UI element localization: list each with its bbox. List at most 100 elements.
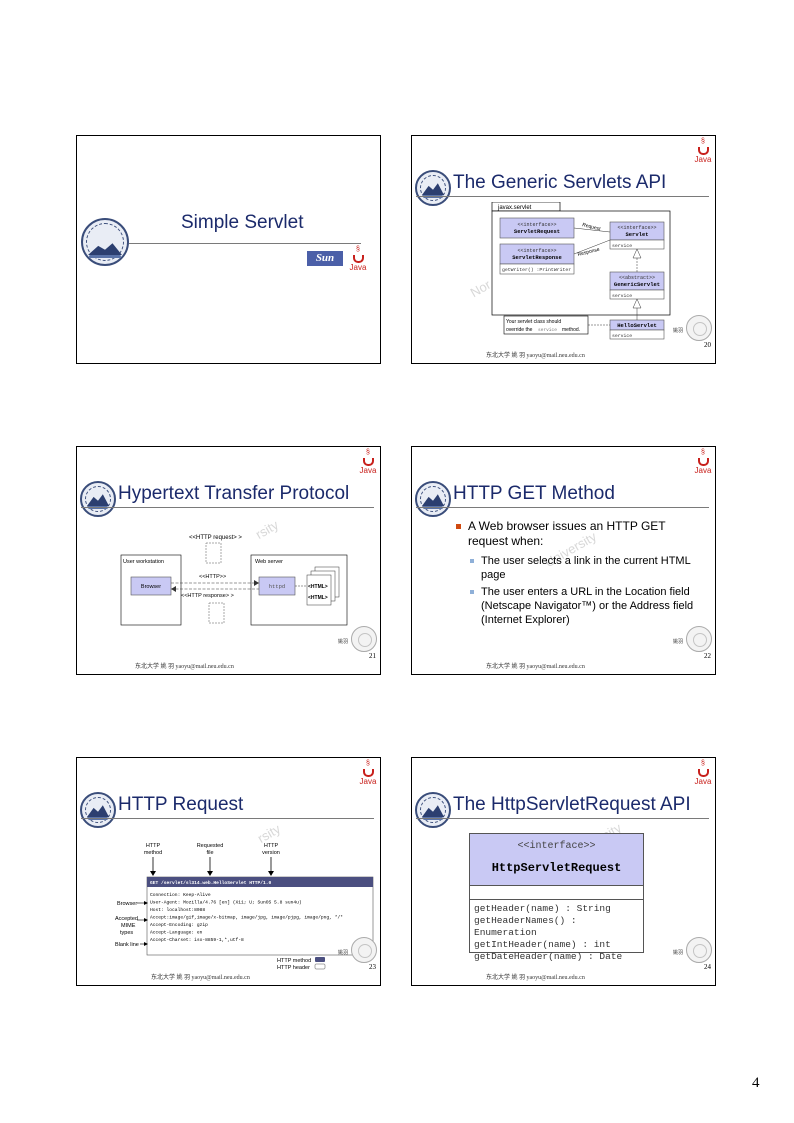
note-line-1: Your servlet class should bbox=[506, 319, 561, 325]
request-header-line: User-Agent: Mozilla/4.76 [en] (X11; U; S… bbox=[150, 900, 302, 906]
hello-method: service bbox=[612, 333, 632, 339]
html-label-1: <HTML> bbox=[308, 584, 328, 590]
label-http-method-2: method bbox=[144, 850, 162, 856]
title-rule bbox=[416, 818, 709, 819]
bullet-3: The user enters a URL in the Location fi… bbox=[470, 585, 706, 627]
university-logo bbox=[415, 170, 451, 206]
html-label-2: <HTML> bbox=[308, 595, 328, 601]
title-rule bbox=[81, 507, 374, 508]
request-header-line: Accept:image/gif,image/x-bitmap, image/j… bbox=[150, 915, 343, 921]
interface-method: getHeader(name) : String bbox=[474, 903, 611, 914]
http-request-diagram: HTTP method Requested file HTTP version … bbox=[115, 843, 374, 971]
title-rule bbox=[129, 243, 361, 244]
label-http-version: HTTP bbox=[264, 843, 279, 849]
university-logo bbox=[81, 218, 129, 266]
label-mime-3: types bbox=[120, 930, 133, 936]
java-logo: §Java bbox=[694, 760, 712, 786]
response-label: Response bbox=[577, 247, 601, 258]
http-label: <<HTTP>> bbox=[199, 574, 226, 580]
slide-simple-servlet: Simple Servlet Sun §Java bbox=[76, 135, 381, 364]
seal-stamp: 姚羽 bbox=[672, 329, 683, 334]
interface-method: getIntHeader(name) : int bbox=[474, 939, 611, 950]
uml-diagram: javax.servlet <<interface>> ServletReque… bbox=[491, 202, 671, 340]
slide-footer: 东北大学 姚 羽 yaoyu@mail.neu.edu.cn bbox=[486, 975, 585, 981]
seal-stamp: 姚羽 bbox=[672, 640, 683, 645]
label-blank-line: Blank line bbox=[115, 942, 139, 948]
java-label: Java bbox=[694, 777, 712, 786]
title-rule bbox=[416, 196, 709, 197]
label-mime-1: Accepted bbox=[115, 916, 138, 922]
portrait bbox=[351, 937, 377, 963]
note-code: service bbox=[538, 327, 557, 333]
sun-label: Sun bbox=[315, 252, 335, 264]
java-logo: §Java bbox=[694, 138, 712, 164]
seal-stamp: 姚羽 bbox=[337, 951, 348, 956]
generic-class-name: GenericServlet bbox=[614, 281, 660, 288]
java-label: Java bbox=[359, 466, 377, 475]
slide-footer: 东北大学 姚 羽 yaoyu@mail.neu.edu.cn bbox=[135, 664, 234, 670]
generic-method: service bbox=[612, 293, 632, 299]
portrait bbox=[686, 315, 712, 341]
label-http-method: HTTP bbox=[146, 843, 161, 849]
java-logo: §Java bbox=[349, 246, 367, 272]
request-label: Request bbox=[582, 222, 602, 232]
interface-method: getDateHeader(name) : Date bbox=[474, 951, 623, 962]
portrait bbox=[686, 937, 712, 963]
response-stereotype: <<interface>> bbox=[517, 248, 556, 254]
bullet-text: The user enters a URL in the Location fi… bbox=[481, 586, 694, 626]
web-server-label: Web server bbox=[255, 559, 283, 565]
slide-http-get-method: §Java HTTP GET Method University A Web b… bbox=[411, 446, 716, 675]
bullet-text: The user selects a link in the current H… bbox=[481, 555, 691, 581]
page-number: 4 bbox=[752, 1075, 760, 1091]
response-class-name: ServletResponse bbox=[512, 254, 562, 261]
interface-header: <<interface>> HttpServletRequest bbox=[470, 834, 643, 886]
label-http-version-2: version bbox=[262, 850, 280, 856]
generic-stereotype: <<abstract>> bbox=[619, 275, 655, 281]
interface-stereotype: <<interface>> bbox=[517, 841, 596, 852]
java-logo: §Java bbox=[359, 449, 377, 475]
java-logo: §Java bbox=[694, 449, 712, 475]
slide-page-number: 20 bbox=[704, 341, 711, 349]
label-requested-file-2: file bbox=[206, 850, 213, 856]
slide-footer: 东北大学 姚 羽 yaoyu@mail.neu.edu.cn bbox=[486, 353, 585, 359]
title-rule bbox=[81, 818, 374, 819]
interface-name: HttpServletRequest bbox=[491, 861, 622, 875]
request-header-line: Connection: Keep-Alive bbox=[150, 892, 211, 898]
portrait bbox=[351, 626, 377, 652]
bullet-2: The user selects a link in the current H… bbox=[470, 554, 706, 582]
slide-httpservletrequest-api: §Java The HttpServletRequest API sity <<… bbox=[411, 757, 716, 986]
java-label: Java bbox=[349, 263, 367, 272]
slide-title: The HttpServletRequest API bbox=[453, 794, 691, 815]
slide-title: The Generic Servlets API bbox=[453, 172, 667, 193]
university-logo bbox=[80, 481, 116, 517]
bullet-1: A Web browser issues an HTTP GET request… bbox=[456, 519, 706, 549]
request-header-line: Accept-Language: en bbox=[150, 930, 203, 936]
response-method: getWriter() :PrintWriter bbox=[502, 267, 571, 273]
user-workstation-label: User workstation bbox=[123, 559, 164, 565]
browser-label: Browser bbox=[141, 584, 161, 590]
java-label: Java bbox=[359, 777, 377, 786]
label-browser: Browser bbox=[117, 901, 137, 907]
portrait bbox=[686, 626, 712, 652]
slide-footer: 东北大学 姚 羽 yaoyu@mail.neu.edu.cn bbox=[486, 664, 585, 670]
request-header-line: Accept-Encoding: gzip bbox=[150, 922, 208, 928]
note-line-2a: override the bbox=[506, 327, 533, 333]
seal-stamp: 姚羽 bbox=[672, 951, 683, 956]
slide-page-number: 23 bbox=[369, 963, 376, 971]
request-stereotype: <<interface>> bbox=[517, 222, 556, 228]
slide-generic-servlets-api: §Java The Generic Servlets API Nor javax… bbox=[411, 135, 716, 364]
note-line-2b: method. bbox=[562, 327, 580, 333]
request-line: GET /servlet/sl314.web.HelloServlet HTTP… bbox=[150, 880, 272, 886]
package-label: javax.servlet bbox=[497, 205, 532, 211]
servlet-stereotype: <<interface>> bbox=[617, 225, 656, 231]
title-rule bbox=[416, 507, 709, 508]
university-logo bbox=[80, 792, 116, 828]
slide-title: Simple Servlet bbox=[181, 212, 304, 233]
sun-logo: Sun bbox=[307, 251, 343, 266]
httpd-label: httpd bbox=[269, 583, 286, 590]
interface-box: <<interface>> HttpServletRequest getHead… bbox=[469, 833, 644, 962]
slide-footer: 东北大学 姚 羽 yaoyu@mail.neu.edu.cn bbox=[151, 975, 250, 981]
slide-page-number: 24 bbox=[704, 963, 711, 971]
